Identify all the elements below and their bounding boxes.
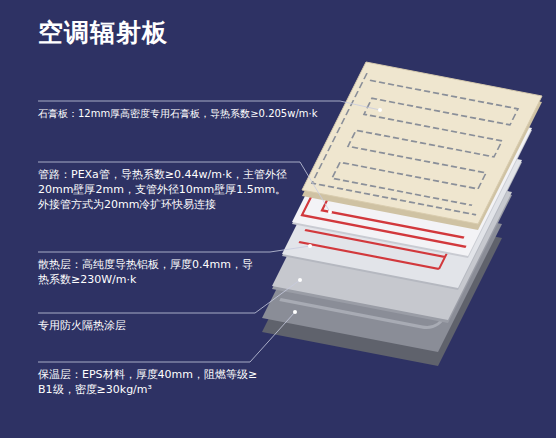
- leader-lines: [38, 101, 380, 362]
- callout-text: 专用防火隔热涂层: [38, 318, 258, 333]
- leader-dot: [328, 210, 332, 214]
- callout-text: 散热层：高纯度导热铝板，厚度0.4mm，导热系数≥230W/m·k: [38, 257, 258, 287]
- callout-text: 管路：PEXa管，导热系数≥0.44w/m·k，主管外径20mm壁厚2mm，支管…: [38, 167, 288, 212]
- title: 空调辐射板: [38, 16, 168, 49]
- pipe-trace: [312, 73, 531, 215]
- leader-dots: [293, 108, 382, 314]
- leader-dot: [293, 310, 297, 314]
- pipe-trace: [322, 80, 520, 205]
- leader-line: [38, 246, 310, 252]
- leader-dot: [308, 244, 312, 248]
- leader-line: [38, 162, 330, 212]
- leader-dot: [298, 278, 302, 282]
- leader-line: [38, 312, 295, 362]
- gypsum-top: [302, 62, 542, 224]
- callout-text: 石膏板：12mm厚高密度专用石膏板，导热系数≥0.205w/m·k: [38, 106, 317, 121]
- callout-text: 保温层：EPS材料，厚度40mm，阻燃等级≥B1级，密度≥30kg/m³: [38, 367, 258, 397]
- leader-dot: [378, 108, 382, 112]
- gypsum-layer: [302, 62, 542, 230]
